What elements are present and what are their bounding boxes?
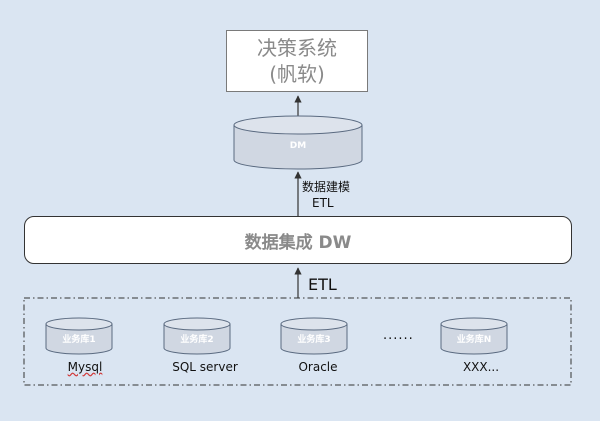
dm-label: DM: [289, 141, 307, 151]
source-db-label: 业务库2: [180, 335, 214, 345]
source-cylinder-icon: [280, 317, 348, 355]
source-db-label: 业务库N: [456, 335, 492, 345]
source-cylinder-icon: [440, 317, 508, 355]
source-cylinder-icon: [45, 317, 113, 355]
etl-label-mid: ETL: [308, 275, 337, 294]
etl-label-top: ETL: [312, 196, 334, 210]
dw-label: 数据集成 DW: [244, 232, 352, 253]
dm-cylinder-icon: [233, 115, 363, 170]
source-db-label: 业务库3: [297, 335, 331, 345]
source-db-label: 业务库1: [62, 335, 96, 345]
modeling-etl-label: 数据建模 ETL: [302, 179, 372, 211]
sources-container: [23, 297, 572, 386]
source-name: Oracle: [298, 360, 338, 374]
decision-system-box: 决策系统 (帆软): [226, 30, 368, 92]
source-name: SQL server: [172, 360, 238, 374]
ellipsis-text: ......: [383, 328, 414, 343]
source-name: XXX...: [462, 360, 500, 374]
modeling-label: 数据建模: [302, 180, 351, 194]
dw-box: 数据集成 DW: [24, 216, 572, 264]
decision-system-subtitle: (帆软): [269, 62, 325, 86]
decision-system-title: 决策系统: [257, 36, 337, 60]
source-name: Mysql: [67, 360, 103, 374]
source-cylinder-icon: [163, 317, 231, 355]
